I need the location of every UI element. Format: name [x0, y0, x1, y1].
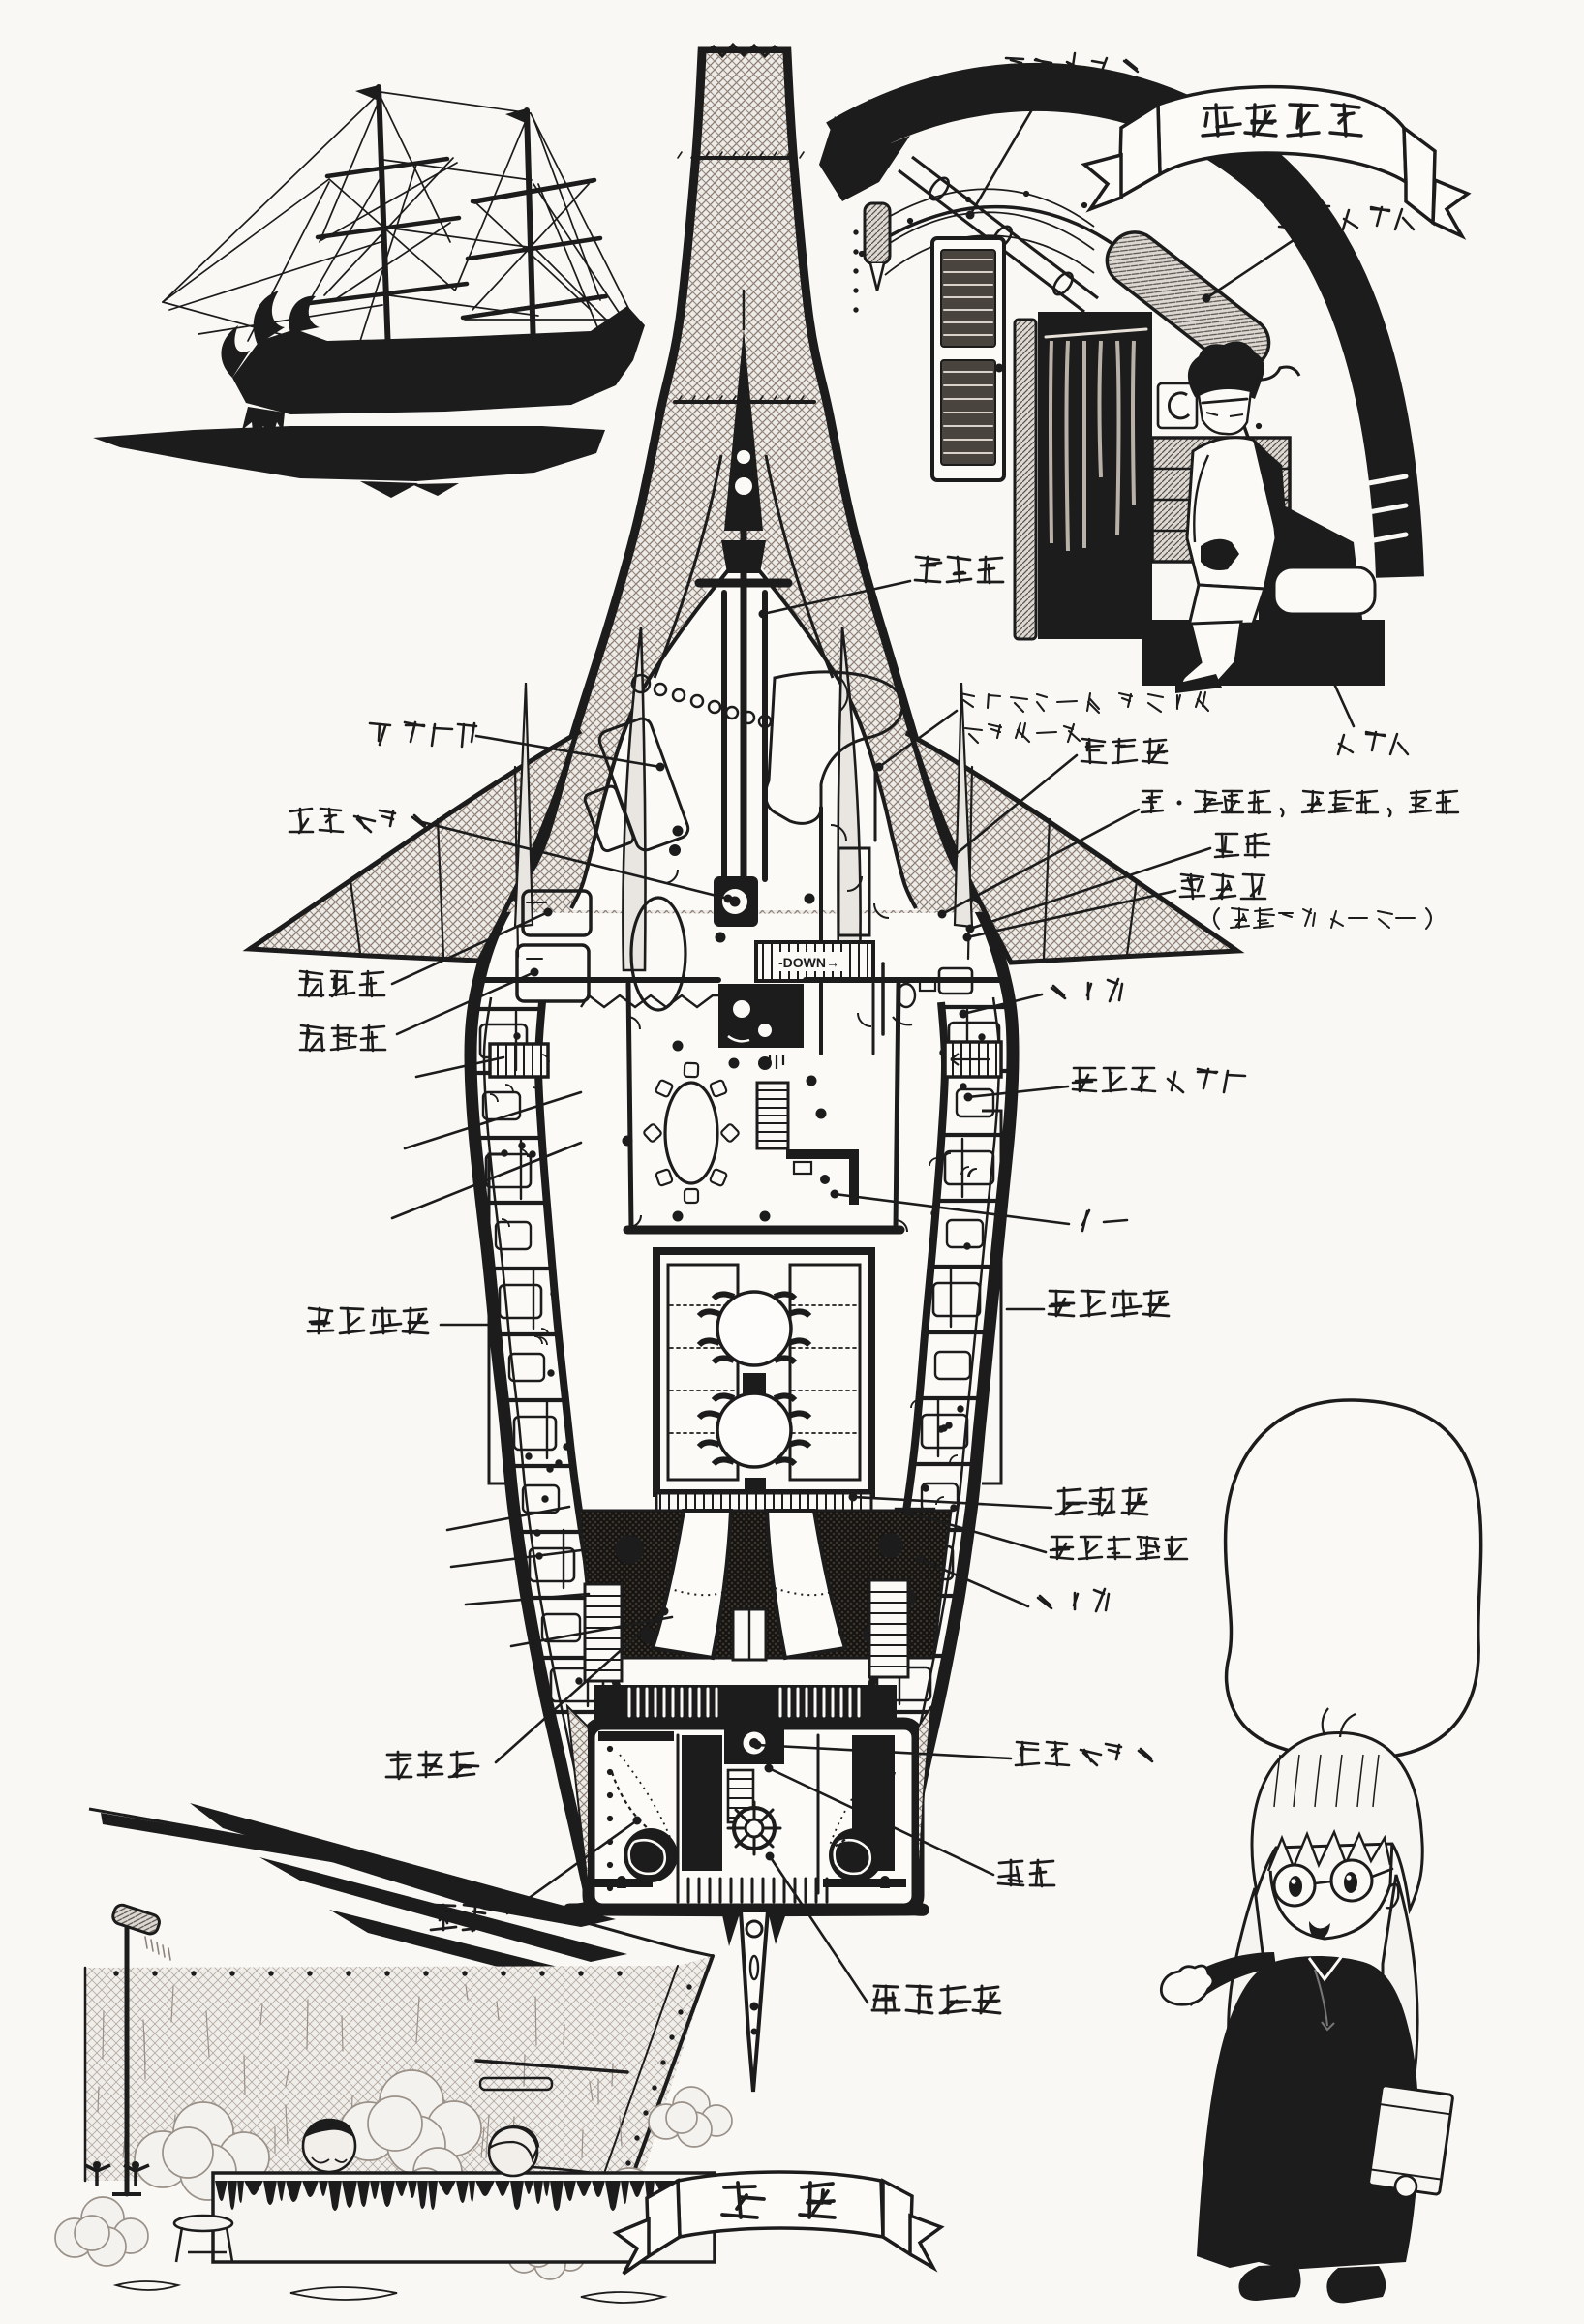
svg-text:-DOWN→: -DOWN→	[778, 955, 839, 970]
